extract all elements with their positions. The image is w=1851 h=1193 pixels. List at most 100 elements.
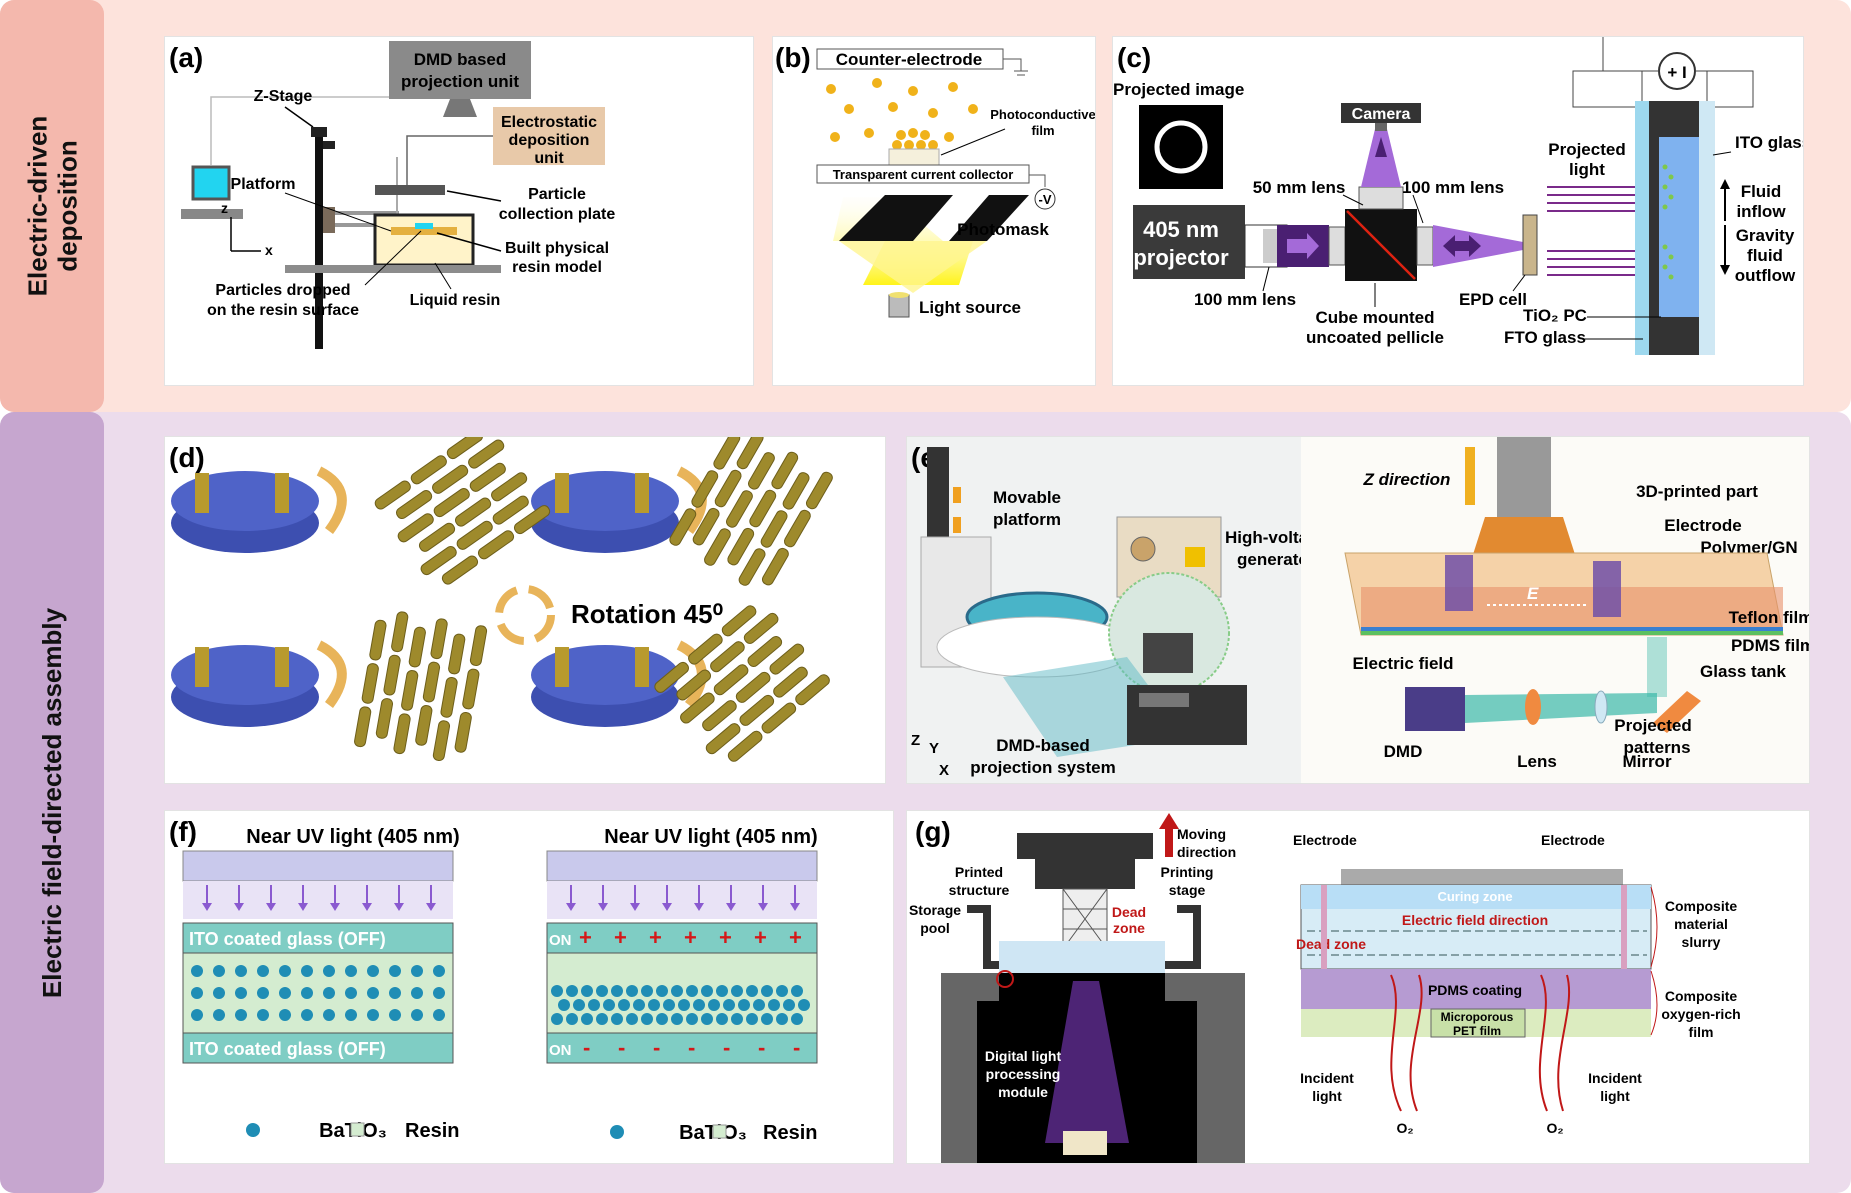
batio3-particle xyxy=(656,985,668,997)
oxy-1: Composite xyxy=(1665,988,1738,1004)
batio3-particle xyxy=(611,1013,623,1025)
cube-text-1: Cube mounted xyxy=(1316,308,1435,327)
ito-bottom-text: ITO coated glass (OFF) xyxy=(189,1039,386,1059)
panel-b-diagram: (b) Counter-electrode Photoconductive fi… xyxy=(775,42,1095,318)
legend-r-right: Resin xyxy=(763,1122,817,1144)
panel-c: (c) Projected image 405 nm projector Cam… xyxy=(1112,36,1804,386)
panel-e-diagram: (e) Movable platform High-voltage genera… xyxy=(907,437,1809,783)
dlp-2: processing xyxy=(986,1066,1061,1082)
zstage-carriage xyxy=(323,207,335,233)
curing-text: Curing zone xyxy=(1437,889,1512,904)
minus-sign: - xyxy=(723,1035,730,1060)
batio3-particle xyxy=(776,985,788,997)
batio3-particle xyxy=(783,999,795,1011)
batio3-particle xyxy=(389,1009,401,1021)
inc-l-2: light xyxy=(1312,1088,1342,1104)
dlp-3: module xyxy=(998,1084,1048,1100)
hv-2: generator xyxy=(1237,550,1316,569)
disc-electrode xyxy=(555,647,569,687)
o2-arrows xyxy=(1390,974,1571,1112)
disc-electrode xyxy=(195,647,209,687)
bottom-row-text: Electric field-directed assembly xyxy=(37,607,68,998)
batio3-particle xyxy=(611,985,623,997)
axis-x-e: X xyxy=(939,762,949,779)
moving-1: Moving xyxy=(1177,826,1226,842)
photomask-stripe-2 xyxy=(949,195,1029,241)
plus-sign: + xyxy=(789,925,802,950)
axis-z: z xyxy=(221,200,228,216)
batio3-particle xyxy=(648,999,660,1011)
proj-2: patterns xyxy=(1623,738,1690,757)
monitor-icon xyxy=(191,165,231,201)
zstage-label: Z-Stage xyxy=(254,88,313,105)
batio3-particle xyxy=(581,1013,593,1025)
batio3-particle xyxy=(279,965,291,977)
projected-image-text: Projected image xyxy=(1113,80,1244,99)
counter-text: Counter-electrode xyxy=(836,50,982,69)
batio3-particle xyxy=(626,985,638,997)
computer-base xyxy=(181,209,243,219)
panel-c-label: (c) xyxy=(1117,42,1151,73)
dmd-sys-1: DMD-based xyxy=(996,736,1090,755)
print-head xyxy=(1497,437,1551,517)
photoconductive-film xyxy=(888,148,940,166)
batio3-particle xyxy=(323,1009,335,1021)
batio3-particle xyxy=(693,999,705,1011)
batio3-particle xyxy=(761,1013,773,1025)
disc-electrode xyxy=(555,473,569,513)
uv-lamp xyxy=(182,850,454,882)
o2-l: O₂ xyxy=(1396,1120,1413,1136)
cube-text-2: uncoated pellicle xyxy=(1306,328,1444,347)
batio3-particle xyxy=(411,965,423,977)
battery-text: + I xyxy=(1667,63,1686,82)
eds-text-2: deposition xyxy=(509,132,590,149)
collector-text: Transparent current collector xyxy=(833,167,1014,182)
pc-text-1: Photoconductive xyxy=(990,107,1095,122)
uv-left: Near UV light (405 nm) xyxy=(246,826,459,848)
batio3-particle xyxy=(323,965,335,977)
light-source xyxy=(888,294,910,318)
teflon-text: Teflon film xyxy=(1729,608,1809,627)
rod-bundle xyxy=(654,605,830,762)
resin-vat xyxy=(373,213,475,267)
electrode-l: Electrode xyxy=(1293,832,1357,848)
zstage-motor xyxy=(311,127,327,137)
plus-sign: + xyxy=(719,925,732,950)
fluid-in-1: Fluid xyxy=(1741,182,1782,201)
minus-sign: - xyxy=(688,1035,695,1060)
batio3-particle xyxy=(367,1009,379,1021)
lens-text: Lens xyxy=(1517,752,1557,771)
gravity-1: Gravity xyxy=(1736,226,1795,245)
ito-bottom xyxy=(546,1032,818,1064)
pl-text-2: light xyxy=(1569,160,1605,179)
batio3-particle xyxy=(367,987,379,999)
fluid-in-2: inflow xyxy=(1736,202,1786,221)
batio3-particle xyxy=(389,987,401,999)
proj-1: Projected xyxy=(1614,716,1691,735)
lens100a-text: 100 mm lens xyxy=(1402,178,1504,197)
efdir-text: Electric field direction xyxy=(1402,912,1548,928)
pdms-coating xyxy=(1301,969,1651,1009)
photomask-text: Photomask xyxy=(957,220,1049,239)
eds-box xyxy=(493,107,605,165)
batio3-particle xyxy=(776,1013,788,1025)
ito-top xyxy=(546,922,818,954)
minus-sign: - xyxy=(653,1035,660,1060)
batio3-particle xyxy=(768,999,780,1011)
lens100b-text: 100 mm lens xyxy=(1194,290,1296,309)
batio3-particle xyxy=(588,999,600,1011)
dmd-box xyxy=(1405,687,1465,731)
stage-plate xyxy=(1341,869,1623,887)
panel-a: (a) DMD based projection unit Z-Stage El… xyxy=(164,36,754,386)
mirror-text: Mirror xyxy=(1622,752,1672,771)
plus-sign: + xyxy=(649,925,662,950)
built-text-2: resin model xyxy=(512,259,602,276)
batio3-particle xyxy=(791,1013,803,1025)
dmd-lens xyxy=(443,99,477,117)
efield-text: Electric field xyxy=(1352,654,1453,673)
slurry-pool xyxy=(999,941,1165,973)
rod-bundle xyxy=(354,611,488,762)
eds-text-1: Electrostatic xyxy=(501,114,597,131)
platform-label: Platform xyxy=(231,176,296,193)
batio3-particle xyxy=(618,999,630,1011)
